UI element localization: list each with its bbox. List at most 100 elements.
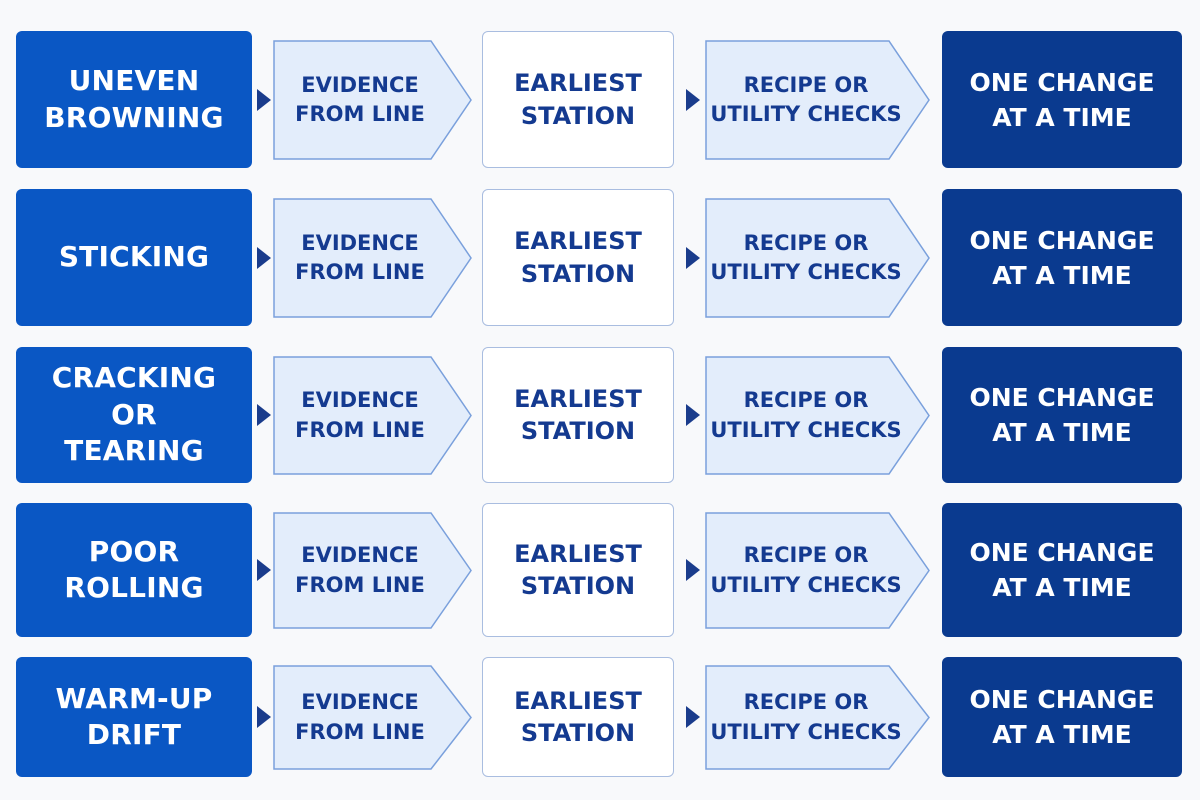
- evidence-chevron: [273, 40, 472, 160]
- earliest-station-box: EARLIEST STATION: [482, 657, 674, 777]
- connector-arrow: [686, 88, 700, 111]
- change-label: ONE CHANGE AT A TIME: [969, 380, 1154, 450]
- checks-label: RECIPE OR UTILITY CHECKS: [706, 666, 906, 769]
- change-label: ONE CHANGE AT A TIME: [969, 535, 1154, 605]
- evidence-label: EVIDENCE FROM LINE: [274, 357, 446, 474]
- evidence-label-line: FROM LINE: [295, 719, 425, 744]
- connector-arrow: [257, 706, 271, 728]
- checks-chevron-shape: [705, 665, 930, 770]
- checks-label: RECIPE OR UTILITY CHECKS: [706, 199, 906, 317]
- checks-label-line: RECIPE OR: [743, 690, 869, 715]
- station-label: EARLIEST STATION: [514, 685, 642, 750]
- evidence-chevron-shape: [273, 665, 472, 770]
- station-label-line: STATION: [520, 259, 636, 288]
- change-label-line: AT A TIME: [992, 260, 1132, 290]
- evidence-label-text: EVIDENCE FROM LINE: [295, 688, 425, 747]
- checks-chevron-shape: [705, 198, 930, 318]
- checks-label-line: UTILITY CHECKS: [710, 719, 902, 744]
- evidence-label-line: FROM LINE: [295, 417, 425, 442]
- checks-label-line: RECIPE OR: [743, 543, 869, 568]
- checks-label-line: RECIPE OR: [743, 230, 869, 255]
- evidence-chevron-shape: [273, 356, 472, 475]
- evidence-label-text: EVIDENCE FROM LINE: [295, 386, 425, 445]
- checks-label-line: UTILITY CHECKS: [710, 417, 902, 442]
- connector-arrow: [686, 559, 700, 581]
- evidence-label-line: EVIDENCE: [301, 543, 419, 568]
- station-label-line: EARLIEST: [514, 384, 642, 413]
- station-label-line: STATION: [520, 101, 636, 130]
- checks-label-line: UTILITY CHECKS: [710, 260, 902, 284]
- checks-chevron-shape: [705, 512, 930, 629]
- evidence-label: EVIDENCE FROM LINE: [274, 513, 446, 628]
- checks-label-line: UTILITY CHECKS: [710, 572, 902, 597]
- issue-label-line: DRIFT: [86, 718, 182, 751]
- checks-label-text: RECIPE OR UTILITY CHECKS: [710, 541, 901, 600]
- issue-label: STICKING: [59, 239, 209, 275]
- one-change-box: ONE CHANGE AT A TIME: [942, 189, 1182, 326]
- evidence-label-line: EVIDENCE: [301, 388, 419, 413]
- change-label-line: ONE CHANGE: [969, 685, 1155, 714]
- checks-chevron: [705, 512, 930, 629]
- station-label-line: EARLIEST: [514, 227, 642, 256]
- station-label: EARLIEST STATION: [514, 225, 642, 290]
- evidence-label-line: EVIDENCE: [301, 72, 419, 97]
- station-label-line: STATION: [520, 719, 636, 747]
- checks-label-line: RECIPE OR: [743, 72, 869, 97]
- change-label-line: ONE CHANGE: [969, 225, 1155, 255]
- change-label-line: ONE CHANGE: [969, 538, 1155, 567]
- connector-arrow: [257, 559, 271, 581]
- issue-box: STICKING: [16, 189, 252, 326]
- issue-label-line: BROWNING: [44, 100, 224, 134]
- evidence-label-line: EVIDENCE: [301, 690, 419, 715]
- evidence-label-text: EVIDENCE FROM LINE: [295, 541, 425, 600]
- evidence-chevron: [273, 512, 472, 629]
- connector-arrow: [686, 246, 700, 269]
- station-label-line: EARLIEST: [514, 686, 642, 715]
- change-label: ONE CHANGE AT A TIME: [969, 65, 1154, 135]
- one-change-box: ONE CHANGE AT A TIME: [942, 347, 1182, 483]
- connector-arrow: [686, 404, 700, 426]
- change-label-line: AT A TIME: [992, 418, 1132, 447]
- evidence-label-line: FROM LINE: [295, 572, 425, 597]
- change-label-line: AT A TIME: [992, 573, 1132, 602]
- issue-label-line: WARM-UP: [55, 681, 213, 715]
- checks-label-text: RECIPE OR UTILITY CHECKS: [710, 688, 901, 747]
- checks-chevron: [705, 40, 930, 160]
- evidence-label-line: FROM LINE: [295, 260, 425, 284]
- issue-label-line: ROLLING: [64, 571, 204, 604]
- station-label-line: STATION: [520, 572, 636, 600]
- change-label-line: ONE CHANGE: [969, 383, 1155, 412]
- issue-label-line: STICKING: [58, 240, 210, 274]
- checks-label-text: RECIPE OR UTILITY CHECKS: [710, 229, 901, 288]
- change-label-line: ONE CHANGE: [969, 67, 1155, 97]
- connector-arrow: [257, 246, 271, 269]
- change-label: ONE CHANGE AT A TIME: [969, 223, 1154, 293]
- evidence-label: EVIDENCE FROM LINE: [274, 666, 446, 769]
- change-label-line: AT A TIME: [992, 102, 1132, 132]
